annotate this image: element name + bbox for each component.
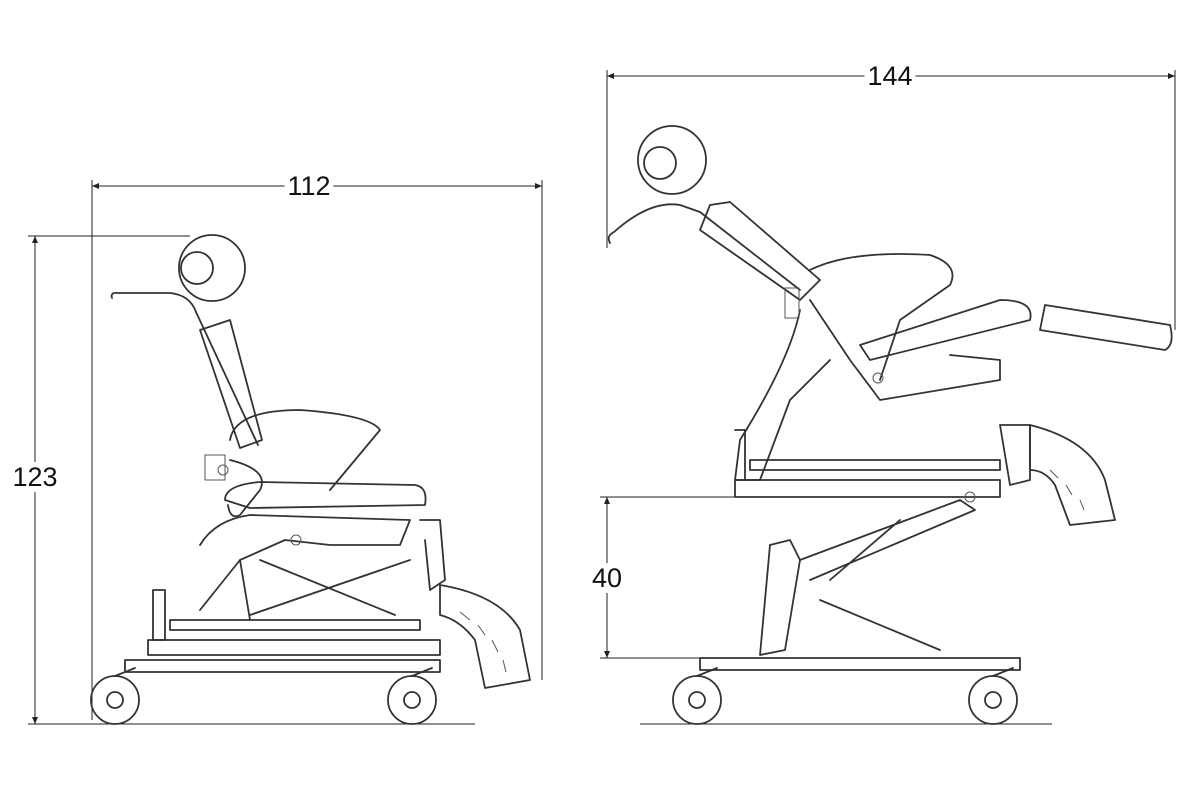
left-dimensions	[28, 180, 543, 725]
left-chair-upright	[90, 234, 531, 725]
width-label-112: 112	[284, 171, 334, 201]
seat-height-label-40: 40	[588, 563, 626, 593]
right-dimensions	[600, 70, 1176, 725]
height-label-123: 123	[9, 462, 61, 492]
right-chair-reclined	[607, 125, 1173, 725]
width-label-144: 144	[864, 61, 916, 91]
